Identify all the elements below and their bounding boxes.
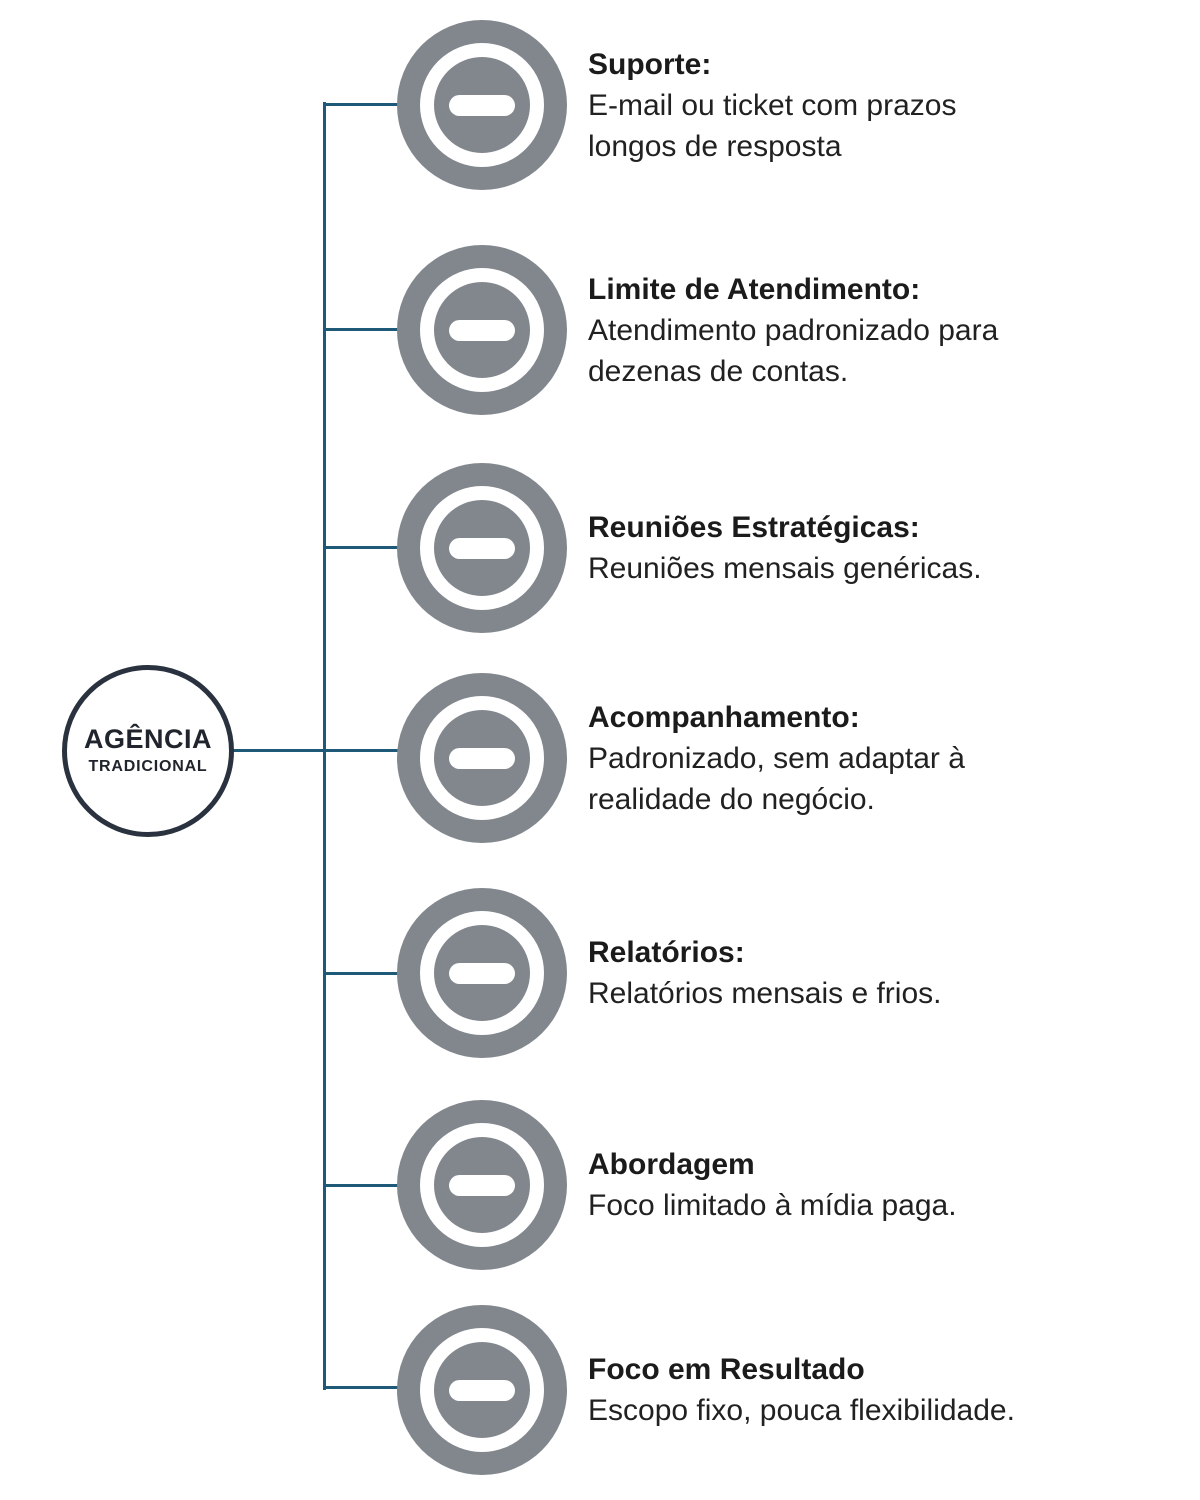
item-title: Reuniões Estratégicas: xyxy=(588,511,920,544)
item-description: Escopo fixo, pouca flexibilidade. xyxy=(588,1394,1015,1427)
root-subtitle: TRADICIONAL xyxy=(88,758,208,775)
minus-bar xyxy=(449,319,515,341)
connector-branch-line xyxy=(323,972,400,975)
minus-circle-icon xyxy=(397,1100,567,1270)
minus-bar xyxy=(449,962,515,984)
minus-ring xyxy=(420,268,544,392)
item-description: Atendimento padronizado para dezenas de … xyxy=(588,313,999,388)
root-title: AGÊNCIA xyxy=(83,724,212,754)
item-text: Foco em Resultado Escopo fixo, pouca fle… xyxy=(588,1349,1015,1431)
minus-bar xyxy=(449,747,515,769)
minus-ring xyxy=(420,1328,544,1452)
list-item: Relatórios: Relatórios mensais e frios. xyxy=(397,888,941,1058)
item-text: Abordagem Foco limitado à mídia paga. xyxy=(588,1144,957,1226)
list-item: Foco em Resultado Escopo fixo, pouca fle… xyxy=(397,1305,1015,1475)
minus-ring xyxy=(420,43,544,167)
connector-branch-line xyxy=(323,546,400,549)
item-text: Acompanhamento: Padronizado, sem adaptar… xyxy=(588,697,965,820)
connector-root-line xyxy=(231,749,399,752)
list-item: Abordagem Foco limitado à mídia paga. xyxy=(397,1100,957,1270)
minus-ring xyxy=(420,1123,544,1247)
item-text: Suporte: E-mail ou ticket com prazos lon… xyxy=(588,44,956,167)
connector-branch-line xyxy=(323,103,400,106)
connector-branch-line xyxy=(323,328,400,331)
item-description: E-mail ou ticket com prazos longos de re… xyxy=(588,88,957,163)
item-title: Foco em Resultado xyxy=(588,1353,865,1386)
item-title: Suporte: xyxy=(588,47,712,81)
list-item: Limite de Atendimento: Atendimento padro… xyxy=(397,245,998,415)
item-description: Reuniões mensais genéricas. xyxy=(588,552,982,585)
minus-ring xyxy=(420,911,544,1035)
minus-circle-icon xyxy=(397,463,567,633)
minus-circle-icon xyxy=(397,673,567,843)
item-title: Abordagem xyxy=(588,1148,755,1181)
item-description: Foco limitado à mídia paga. xyxy=(588,1189,957,1222)
item-description: Padronizado, sem adaptar à realidade do … xyxy=(588,741,965,816)
minus-bar xyxy=(449,537,515,559)
minus-circle-icon xyxy=(397,245,567,415)
list-item: Suporte: E-mail ou ticket com prazos lon… xyxy=(397,20,956,190)
minus-bar xyxy=(449,94,515,116)
list-item: Reuniões Estratégicas: Reuniões mensais … xyxy=(397,463,982,633)
minus-circle-icon xyxy=(397,20,567,190)
root-node: AGÊNCIA TRADICIONAL xyxy=(62,665,234,837)
item-title: Limite de Atendimento: xyxy=(588,272,921,306)
minus-circle-icon xyxy=(397,1305,567,1475)
item-text: Limite de Atendimento: Atendimento padro… xyxy=(588,269,998,392)
connector-branch-line xyxy=(323,1184,400,1187)
list-item: Acompanhamento: Padronizado, sem adaptar… xyxy=(397,673,965,843)
minus-bar xyxy=(449,1379,515,1401)
item-text: Relatórios: Relatórios mensais e frios. xyxy=(588,932,941,1014)
connector-vertical-line xyxy=(323,102,326,1390)
item-text: Reuniões Estratégicas: Reuniões mensais … xyxy=(588,507,982,589)
minus-circle-icon xyxy=(397,888,567,1058)
minus-bar xyxy=(449,1174,515,1196)
minus-ring xyxy=(420,696,544,820)
item-title: Relatórios: xyxy=(588,936,745,969)
item-title: Acompanhamento: xyxy=(588,700,860,734)
minus-ring xyxy=(420,486,544,610)
item-description: Relatórios mensais e frios. xyxy=(588,977,942,1010)
connector-branch-line xyxy=(323,1386,400,1389)
